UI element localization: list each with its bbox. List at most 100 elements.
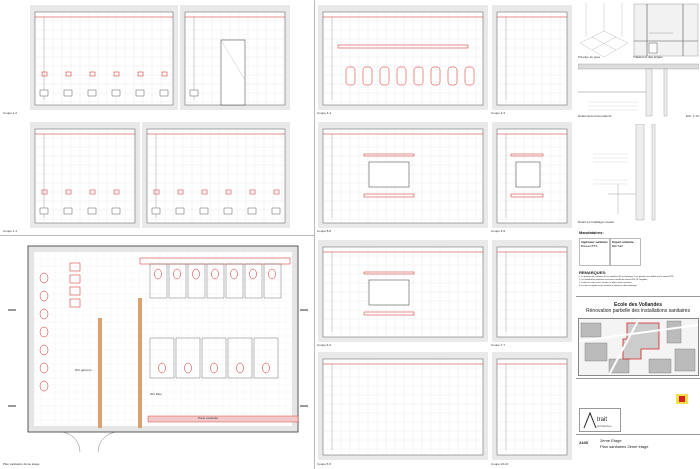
toilet [39, 207, 49, 215]
washbasin [69, 262, 81, 272]
toilet [87, 89, 97, 97]
detail-label: Principe de pose [578, 55, 601, 59]
wall-new [138, 298, 142, 428]
project-subtitle: Rénovation partielle des installations s… [586, 308, 690, 314]
toilet [236, 362, 244, 374]
elevation-2-2b [180, 5, 290, 110]
mirror [515, 161, 541, 188]
tile-layout-detail: Principe de pose [578, 3, 630, 59]
light [363, 153, 415, 157]
urinal [39, 362, 49, 374]
title-block: Mandataires: Ingénieur sanitaire Bureau … [576, 226, 700, 469]
detail-label: Traitement des angles [633, 55, 663, 59]
sheet-divider [314, 0, 315, 469]
elevation-6-6 [318, 240, 488, 342]
elevation-frame [146, 128, 286, 224]
flush-plate [41, 71, 48, 77]
urinal [39, 290, 49, 302]
elevation-10-10 [492, 352, 572, 460]
section-label: Coupe 7-7 [491, 343, 506, 347]
washbasin [69, 274, 81, 284]
toilet [158, 362, 166, 374]
section-label: Coupe 1-1 [3, 229, 18, 233]
flush-plate [177, 189, 184, 195]
cubicle [187, 263, 206, 299]
toilet [154, 268, 162, 280]
toilet [175, 207, 185, 215]
svg-text:trait: trait [597, 417, 607, 423]
remark: 1. La position des colonnes EU et condui… [579, 276, 674, 278]
wall-detail: Détail sur habillage cuvette [578, 124, 699, 224]
toilet [223, 207, 233, 215]
section-label: Coupe 5-5 [317, 462, 332, 466]
engineer-name: Bureau BTS [581, 244, 598, 248]
section-label: Coupe 9-9 [491, 229, 506, 233]
detail-label: Détail raccord au plafond [578, 114, 612, 118]
elevation-7-7 [492, 240, 572, 342]
urinal [464, 66, 475, 86]
client-logo [676, 394, 688, 404]
urinal [39, 326, 49, 338]
toilet [247, 207, 257, 215]
elevation-frame [34, 128, 136, 224]
detail-label: Détail sur habillage cuvette [578, 220, 615, 224]
toilet [184, 362, 192, 374]
elevation-frame [496, 11, 568, 106]
cubicle [175, 337, 201, 379]
washbasin [510, 193, 544, 198]
corner-detail: Traitement des angles [633, 3, 699, 59]
toilet [135, 89, 145, 97]
section-label: Coupe 10-10 [491, 462, 509, 466]
flush-plate [65, 71, 72, 77]
elevation-1-1b [142, 122, 290, 228]
toilet [271, 207, 281, 215]
cubicle [149, 337, 175, 379]
urinal [447, 66, 458, 86]
expert-name: BEI Sàrl [612, 244, 624, 248]
toilet [159, 89, 169, 97]
scale-label: Ech. 1:10 [686, 114, 699, 118]
plan-label: Plan sanitaires 2ème étage [3, 462, 40, 466]
toilet [211, 268, 219, 280]
flush-plate [89, 189, 96, 195]
architect-logo: trait architectes [579, 408, 621, 432]
elevation-2-2a [30, 5, 178, 110]
toilet [111, 89, 121, 97]
cubicle [263, 263, 282, 299]
flush-plate [41, 189, 48, 195]
washbasin [69, 286, 81, 296]
plan-floor [34, 252, 292, 426]
remark: 3. Toutes les cotes sont à vérifier sur … [579, 282, 632, 284]
elevation-1-1a [30, 122, 140, 228]
elevation-frame [322, 358, 484, 456]
door-swing [59, 431, 119, 453]
urinal [39, 380, 49, 392]
project-title: Ecole des Vollandes [614, 302, 662, 308]
elevation-5-5 [318, 352, 488, 460]
urinal [39, 272, 49, 284]
washbasin [69, 298, 81, 308]
door [220, 39, 246, 106]
mandataires-heading: Mandataires: [579, 230, 604, 235]
toilet [87, 207, 97, 215]
cubicle [244, 263, 263, 299]
section-label: Coupe 4-4 [317, 111, 332, 115]
cubicle [168, 263, 187, 299]
washbasin [363, 311, 415, 316]
toilet [192, 268, 200, 280]
mirror [368, 279, 410, 306]
flush-plate [113, 189, 120, 195]
flush-plate [153, 189, 160, 195]
flush-plate [89, 71, 96, 77]
plan-title: Plan sanitaires 2ème étage [600, 444, 649, 449]
flush-plate [273, 189, 280, 195]
urinal [362, 66, 373, 86]
cubicle [201, 337, 227, 379]
mirror [368, 161, 410, 188]
section-label: Coupe 2-2 [3, 111, 18, 115]
plan-note: Porte existante [198, 416, 219, 420]
urinal [379, 66, 390, 86]
flush-plate [201, 189, 208, 195]
shelf [337, 44, 469, 49]
